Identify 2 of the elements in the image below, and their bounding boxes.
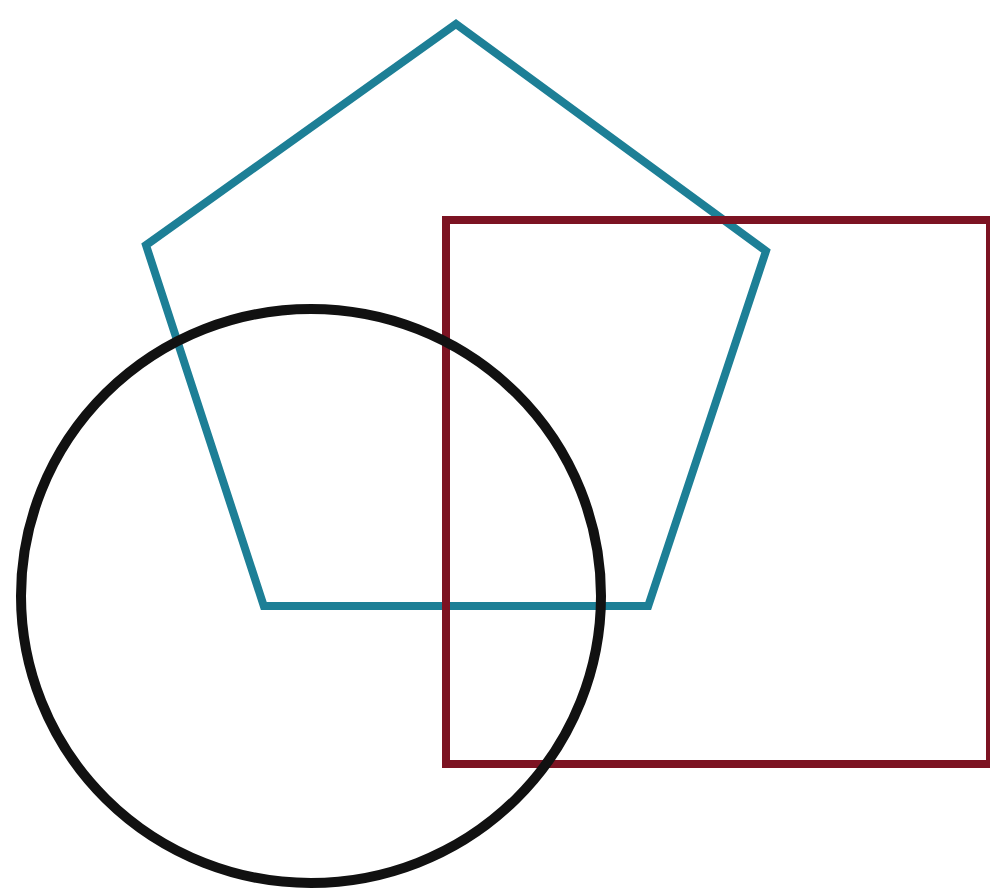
circle-shape — [16, 304, 606, 888]
pentagon-shape — [142, 20, 770, 610]
